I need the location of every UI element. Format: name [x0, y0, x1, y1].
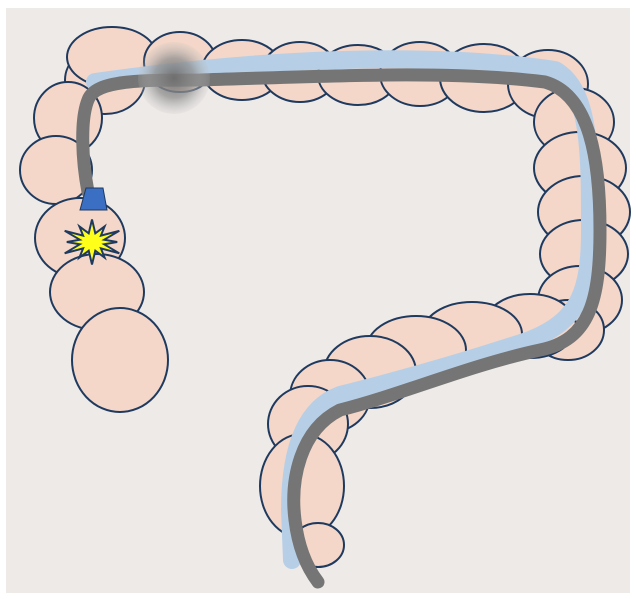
balloon [138, 42, 210, 114]
colon-segment [72, 308, 168, 412]
